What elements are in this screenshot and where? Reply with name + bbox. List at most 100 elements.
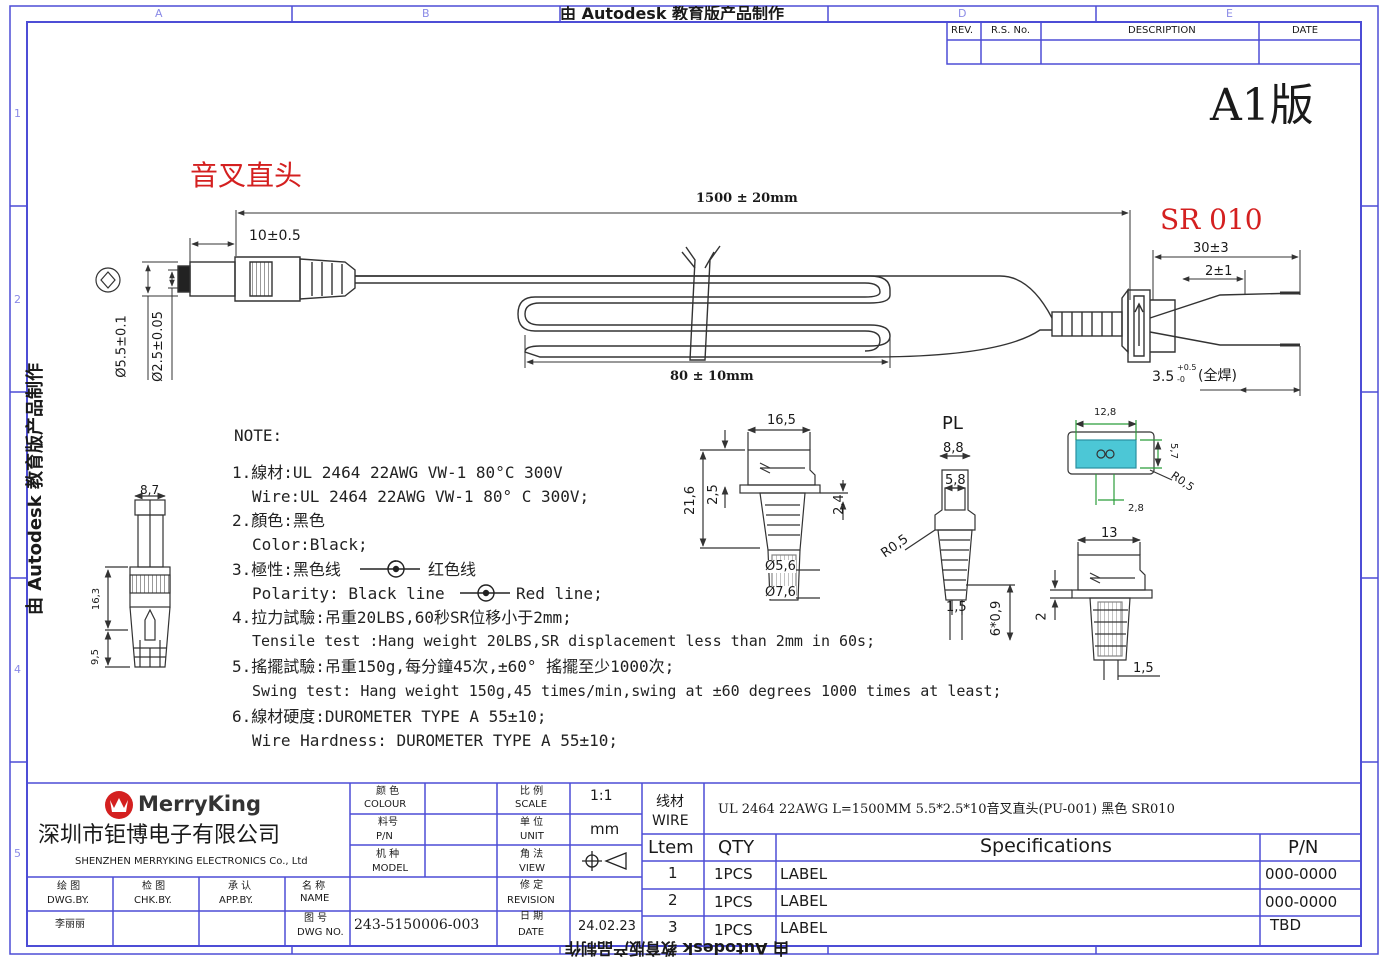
date-label-cn: 日 期 [520, 911, 544, 922]
rev-header: REV. [951, 25, 973, 36]
dim-strip-total: 30±3 [1193, 241, 1229, 256]
dwg-by-en: DWG.BY. [47, 895, 90, 906]
dim-inner-dia: Ø2.5±0.05 [150, 311, 166, 382]
bom-row-2-spec: LABEL [780, 892, 828, 910]
bom-row-3-spec: LABEL [780, 919, 828, 937]
chk-by-en: CHK.BY. [134, 895, 172, 906]
note-1-en: Wire:UL 2464 22AWG VW-1 80° C 300V; [252, 487, 590, 506]
app-by-cn: 承 认 [228, 881, 252, 892]
wire-spec: UL 2464 22AWG L=1500MM 5.5*2.5*10音叉直头(PU… [718, 802, 1175, 817]
description-header: DESCRIPTION [1128, 25, 1196, 36]
note-3-cn: 3.極性:黑色线 [232, 560, 341, 579]
colour-label-en: COLOUR [364, 799, 407, 810]
bom-header-item: Ltem [648, 837, 694, 858]
model-label-en: MODEL [372, 863, 409, 874]
dim-strip-end: 2±1 [1205, 264, 1233, 279]
dim-sr-thickness: 2,4 [831, 494, 847, 515]
dim-total-length: 1500 ± 20mm [696, 191, 798, 206]
dim-sec-height: 5,7 [1167, 443, 1179, 459]
note-3-en-after: Red line; [516, 584, 603, 603]
notes-heading: NOTE: [234, 426, 283, 445]
zone-row-2: 2 [14, 293, 21, 306]
chk-by-cn: 检 图 [142, 881, 166, 892]
note-3-en: Polarity: Black line [252, 584, 445, 603]
dim-pl-width-inner: 5,8 [945, 473, 966, 488]
dim-sr2-thickness: 2 [1034, 612, 1050, 621]
pl-view [904, 452, 1015, 641]
dim-tin-note: (全焊) [1198, 368, 1237, 384]
view-label-cn: 角 法 [520, 849, 544, 860]
bom-row-3-qty: 1PCS [714, 921, 753, 939]
date-header: DATE [1292, 25, 1319, 36]
colour-label-cn: 颜 色 [376, 786, 400, 797]
revision-table-lines [946, 21, 1362, 65]
dim-plug-side-tip: 9,5 [89, 649, 101, 665]
scale-label-en: SCALE [515, 799, 548, 810]
bom-row-2-qty: 1PCS [714, 893, 753, 911]
wire-label-en: WIRE [652, 813, 689, 829]
wire-label-cn: 线材 [656, 794, 684, 810]
app-by-en: APP.BY. [219, 895, 254, 906]
zone-row-1: 1 [14, 107, 21, 120]
watermark-bottom: 由 Autodesk 教育版产品制作 [565, 939, 790, 958]
zone-col-a: A [155, 7, 163, 20]
zone-col-e: E [1226, 7, 1233, 20]
note-6-en: Wire Hardness: DUROMETER TYPE A 55±10; [252, 731, 619, 750]
note-4-en: Tensile test :Hang weight 20LBS,SR displ… [252, 632, 876, 650]
note-3-cn-after: 红色线 [428, 560, 477, 579]
sr-title: SR 010 [1160, 203, 1263, 236]
note-2-cn: 2.顏色:黑色 [232, 511, 325, 530]
unit-value: mm [590, 820, 620, 838]
rs-no-header: R.S. No. [991, 25, 1031, 36]
dwg-no-label-en: DWG NO. [297, 927, 344, 938]
polarity-symbol-circle [95, 267, 121, 293]
version-label: A1版 [1210, 80, 1314, 131]
unit-label-en: UNIT [520, 831, 544, 842]
scale-value: 1:1 [590, 788, 613, 804]
date-value: 24.02.23 [578, 919, 636, 934]
note-6-cn: 6.線材硬度:DUROMETER TYPE A 55±10; [232, 707, 547, 726]
merryking-logo-mark [105, 791, 133, 819]
dim-outer-dia: Ø5.5±0.1 [114, 315, 130, 378]
projection-symbol [582, 851, 627, 871]
bom-row-3-item: 3 [668, 918, 678, 936]
bom-row-2-item: 2 [668, 891, 678, 909]
company-name-cn: 深圳市钜博电子有限公司 [38, 823, 281, 848]
sr-second-view [1050, 536, 1160, 680]
plug-title: 音叉直头 [190, 159, 303, 192]
zone-row-5: 5 [14, 847, 21, 860]
note-5-cn: 5.搖擺試驗:吊重150g,每分鐘45次,±60° 搖擺至少1000次; [232, 657, 675, 676]
model-label-cn: 机 种 [376, 849, 400, 860]
dim-plug-length: 10±0.5 [249, 228, 301, 244]
dwg-by-cn: 绘 图 [57, 881, 81, 892]
dim-plug-side-width: 8,7 [140, 483, 160, 497]
watermark-top: 由 Autodesk 教育版产品制作 [560, 6, 785, 20]
bom-header-qty: QTY [718, 837, 755, 858]
revision-label-en: REVISION [507, 895, 555, 906]
note-2-en: Color:Black; [252, 535, 368, 554]
dim-sr2-width: 13 [1101, 526, 1118, 541]
title-block-lines [27, 782, 1361, 946]
scale-label-cn: 比 例 [520, 786, 544, 797]
zone-row-4: 4 [14, 663, 21, 676]
date-label-en: DATE [518, 927, 545, 938]
note-5-en: Swing test: Hang weight 150g,45 times/mi… [252, 682, 1002, 700]
name-label-cn: 名 称 [302, 881, 326, 892]
zone-col-b: B [422, 7, 430, 20]
dim-pl-width-outer: 8,8 [943, 441, 964, 456]
pn-label-cn: 料号 [378, 817, 398, 828]
dwg-no-value: 243-5150006-003 [354, 917, 480, 933]
dim-sr-height: 21,6 [682, 486, 698, 515]
pl-label: PL [942, 413, 963, 434]
dim-pl-gap: 1,5 [946, 600, 967, 615]
dim-sr-dia-inner: Ø5,6 [765, 559, 796, 574]
bom-row-3-pn: TBD [1270, 916, 1302, 934]
dwg-no-label-cn: 图 号 [304, 913, 328, 924]
revision-label-cn: 修 定 [520, 880, 544, 891]
company-name-en: SHENZHEN MERRYKING ELECTRONICS Co., Ltd [75, 856, 308, 867]
sheet-frame [9, 5, 1379, 955]
plug-side-view [104, 492, 171, 668]
unit-label-cn: 单 位 [520, 817, 544, 828]
bom-row-1-item: 1 [668, 864, 678, 882]
